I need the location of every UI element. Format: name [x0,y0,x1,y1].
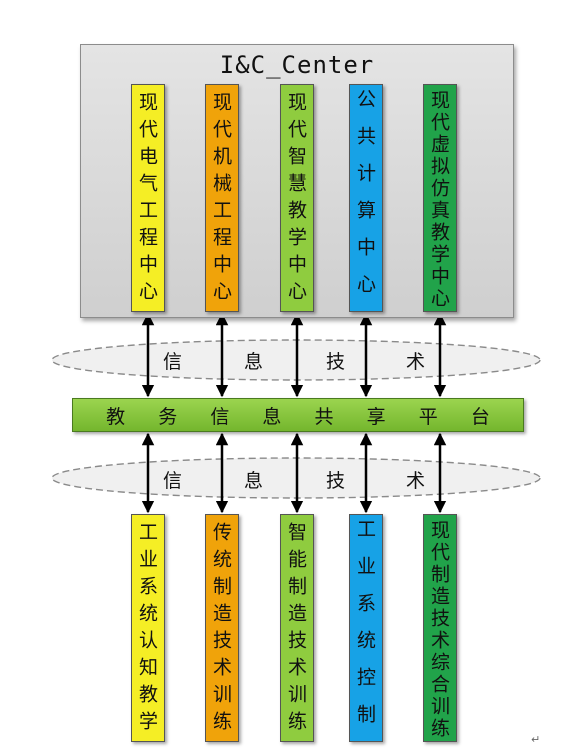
center-unit-label: 现代智慧教学中心 [285,91,307,308]
lower-tech-char-3: 技 [326,470,346,492]
center-unit-5: 现代虚拟仿真教学中心 [423,84,457,312]
upper-tech-char-4: 术 [406,351,426,373]
bottom-unit-label: 传统制造技术训练 [210,521,232,738]
upper-tech-char-2: 息 [244,351,264,373]
platform-char-6: 享 [366,405,386,428]
platform-char-5: 共 [314,405,334,428]
bottom-unit-label: 现代制造技术综合训练 [428,519,450,740]
center-unit-label: 现代电气工程中心 [136,91,158,308]
bottom-unit-3: 智能制造技术训练 [280,514,314,742]
bottom-unit-label: 工业系统控制 [354,518,376,741]
platform-char-8: 台 [470,405,490,428]
center-unit-1: 现代电气工程中心 [131,84,165,312]
platform-char-7: 平 [418,405,438,428]
upper-tech-char-1: 信 [163,351,183,373]
platform-bar: 教 务 信 息 共 享 平 台 [72,398,524,432]
upper-tech-char-3: 技 [326,351,346,373]
center-unit-4: 公共计算中心 [349,84,383,312]
center-unit-label: 公共计算中心 [354,88,376,311]
center-unit-label: 现代虚拟仿真教学中心 [428,89,450,310]
platform-char-3: 信 [210,405,230,428]
center-unit-2: 现代机械工程中心 [205,84,239,312]
lower-tech-char-1: 信 [163,470,183,492]
platform-char-2: 务 [158,405,178,428]
bottom-unit-label: 智能制造技术训练 [285,521,307,738]
center-unit-3: 现代智慧教学中心 [280,84,314,312]
platform-char-1: 教 [106,405,126,428]
bottom-unit-4: 工业系统控制 [349,514,383,742]
platform-char-4: 息 [262,405,282,428]
connector-arrows [141,312,447,514]
center-unit-label: 现代机械工程中心 [210,91,232,308]
return-mark: ↵ [531,733,541,746]
bottom-unit-5: 现代制造技术综合训练 [423,514,457,742]
bottom-unit-label: 工业系统认知教学 [136,521,158,738]
bottom-unit-1: 工业系统认知教学 [131,514,165,742]
lower-tech-char-4: 术 [406,470,426,492]
center-title: I&C_Center [219,51,375,79]
lower-tech-char-2: 息 [244,470,264,492]
bottom-unit-2: 传统制造技术训练 [205,514,239,742]
